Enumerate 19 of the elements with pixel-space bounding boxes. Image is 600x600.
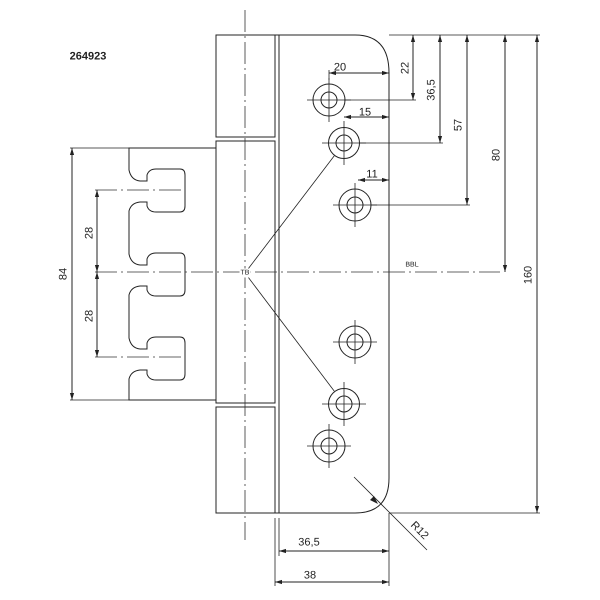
dimension-value: 11: [366, 170, 378, 180]
dimension-value: 160: [524, 266, 534, 284]
dimension-value: 36,5: [298, 538, 320, 548]
dimension-value: 28: [84, 310, 96, 322]
dimension-value: 57: [454, 118, 464, 132]
dimension-value: 84: [58, 268, 70, 280]
dimension-value: 36,5: [426, 79, 438, 101]
dimension-value: 80: [492, 148, 502, 162]
part-number: 264923: [70, 52, 106, 62]
dimension-value: 38: [304, 570, 316, 582]
screw-hole: [328, 127, 360, 159]
screw-hole: [328, 388, 360, 420]
dimension-value: 22: [400, 62, 412, 74]
leader-line: [248, 277, 335, 392]
leader-line: [248, 155, 335, 269]
dimension-value: 15: [358, 108, 372, 118]
dimension-value: 28: [84, 226, 96, 240]
dimension-value: 20: [334, 62, 346, 74]
dimension-value: R12: [408, 520, 430, 542]
